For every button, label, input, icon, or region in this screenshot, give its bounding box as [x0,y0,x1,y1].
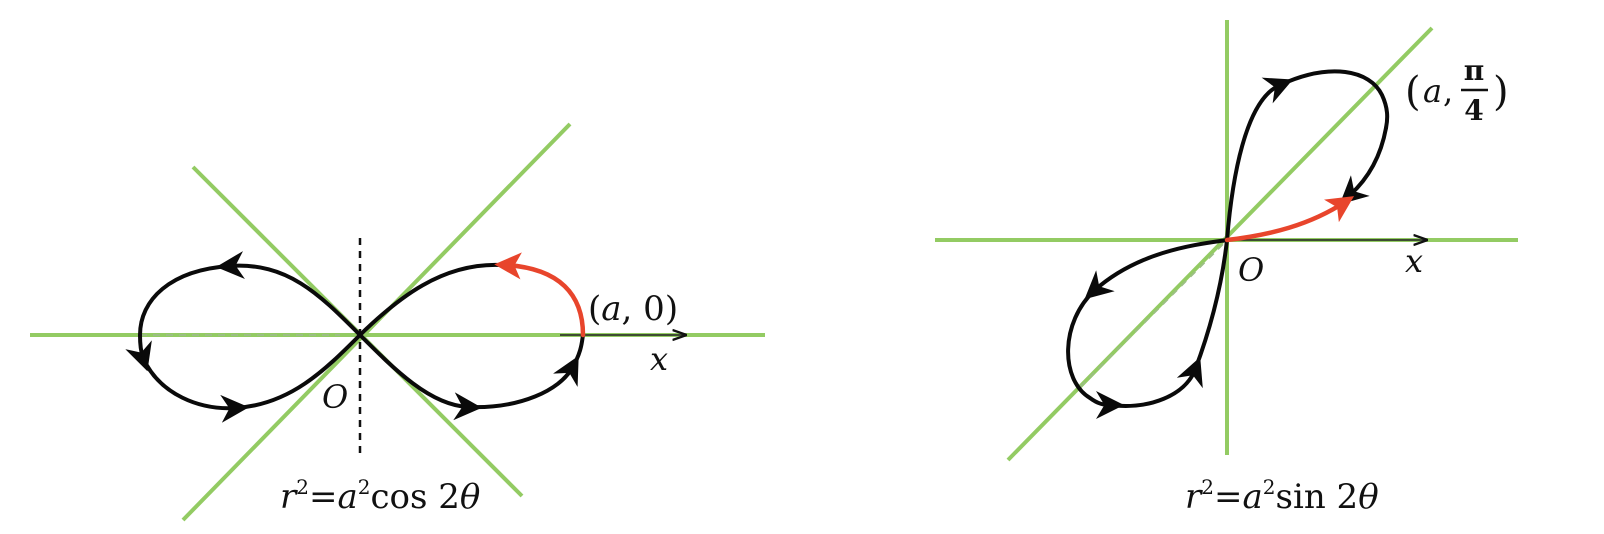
lemniscate-curve [1066,69,1390,419]
svg-text:): ) [1493,69,1509,115]
red-direction-arrow [1224,196,1355,243]
diagonal-line [1006,26,1434,462]
origin-label: O [322,378,348,416]
svg-text:a: a [1423,72,1442,110]
x-axis-label: x [1405,242,1423,280]
red-direction-arrow [494,252,586,338]
equation-cos: r2=a2cos 2θ [280,475,480,517]
svg-text:4: 4 [1464,94,1483,127]
svg-text:π: π [1464,54,1485,87]
point-label-a-pi-over-4: ( a , π 4 ) [1405,54,1509,127]
point-label-a0: (a, 0) [588,289,678,329]
svg-text:(: ( [1405,69,1421,115]
svg-text:,: , [1443,72,1453,110]
origin-label: O [1238,251,1264,289]
figure-sin-lemniscate: ( a , π 4 ) x O r2=a2sin 2θ [935,20,1518,517]
x-axis-label: x [650,340,668,378]
dashed-polar-axis [1079,239,1228,388]
figure-cos-lemniscate: (a, 0) x O r2=a2cos 2θ [30,122,765,522]
equation-sin: r2=a2sin 2θ [1185,475,1379,517]
